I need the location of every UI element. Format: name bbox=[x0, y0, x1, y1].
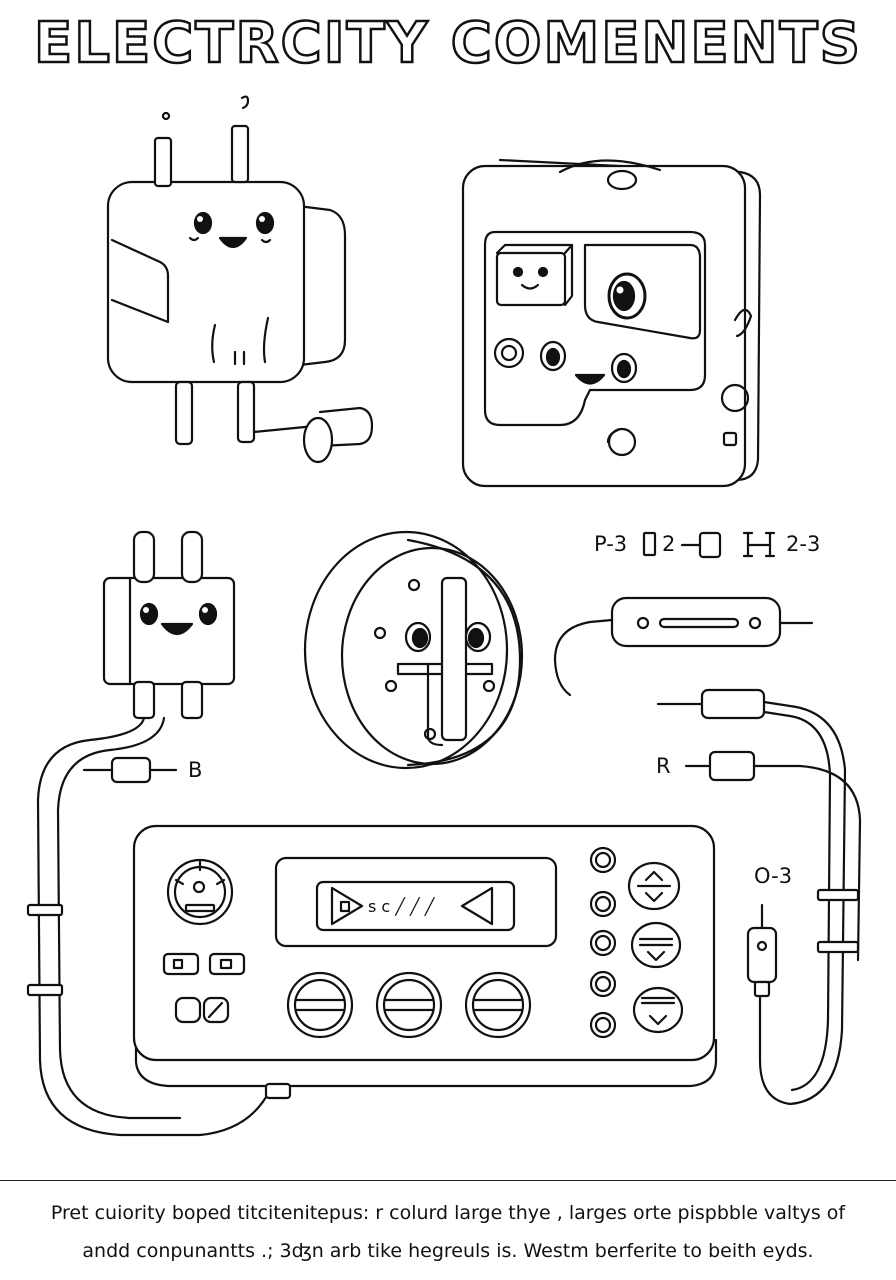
plug-character bbox=[26, 530, 272, 1137]
label-r: R bbox=[656, 754, 671, 778]
label-h23: 2-3 bbox=[786, 532, 821, 556]
label-b: B bbox=[188, 758, 203, 782]
display-text: s c ╱ ╱ ╱ bbox=[368, 897, 436, 916]
control-panel bbox=[132, 824, 718, 1100]
resistor-and-wires bbox=[553, 596, 862, 1106]
caption-divider bbox=[0, 1180, 896, 1181]
label-i2: 2 bbox=[662, 532, 676, 556]
page-title: ELECTRCITY COMENENTS bbox=[33, 10, 862, 78]
control-box-character bbox=[461, 158, 762, 488]
label-p3: P-3 bbox=[594, 532, 628, 556]
coloring-illustration: s c ╱ ╱ ╱ bbox=[26, 95, 862, 1137]
round-socket bbox=[303, 530, 524, 770]
page-title-text: ELECTRCITY COMENENTS bbox=[34, 11, 862, 76]
wall-adapter-character bbox=[106, 95, 374, 464]
caption-line-1: Pret cuiority boped titcitenitepus: r co… bbox=[50, 1202, 846, 1224]
label-o3: O-3 bbox=[754, 864, 793, 888]
caption-line-2: andd conpunantts .; 3ʤn arb tike hegreul… bbox=[82, 1240, 814, 1262]
component-legend bbox=[642, 531, 776, 559]
